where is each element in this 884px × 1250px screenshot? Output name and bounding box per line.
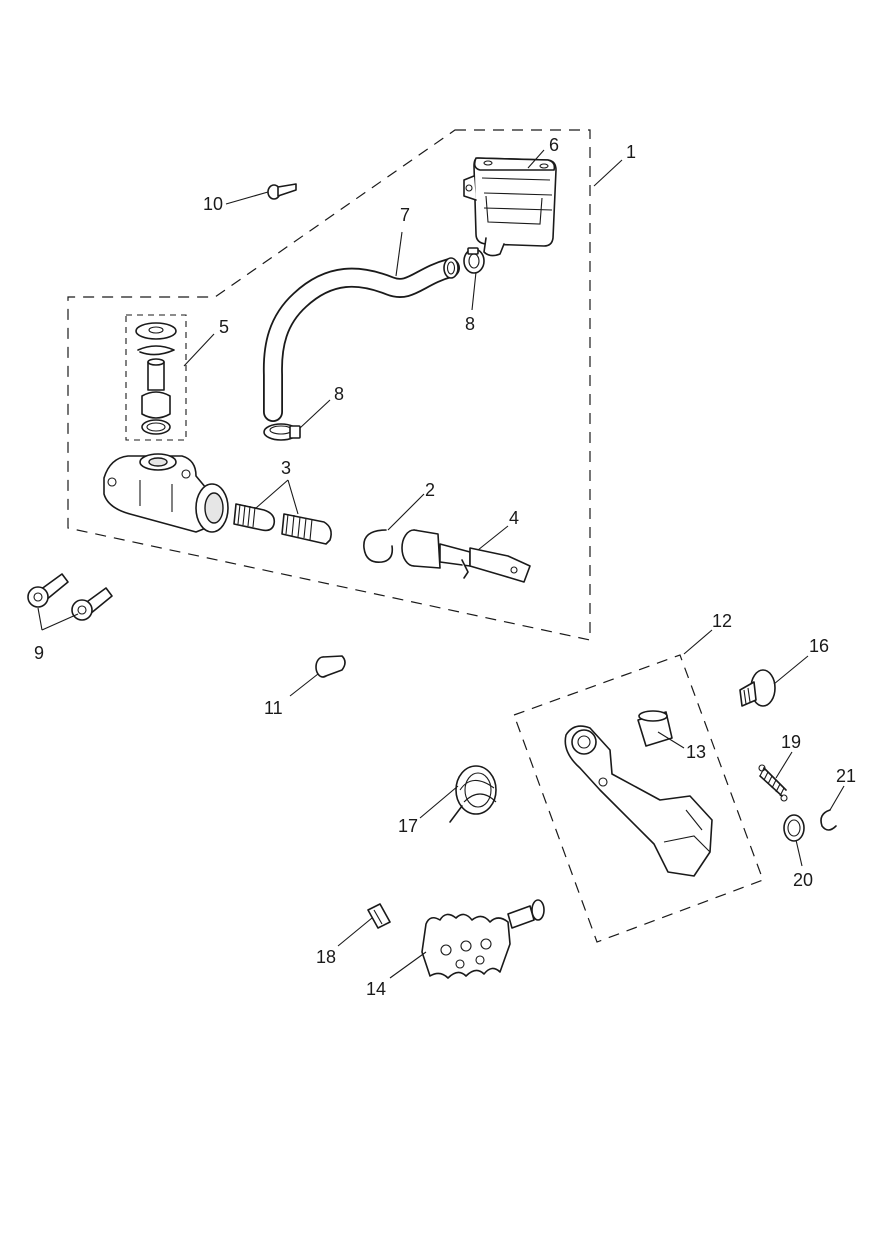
hose-clip-lower-part[interactable] (263, 423, 301, 441)
spring-19-part[interactable] (758, 764, 788, 802)
callout-3: 3 (281, 458, 291, 478)
pin-11-part[interactable] (315, 655, 346, 678)
clip-18-part[interactable] (367, 903, 391, 929)
bolt-9-lower-part[interactable] (71, 587, 113, 621)
callout-4: 4 (509, 508, 519, 528)
callout-11: 11 (264, 698, 283, 718)
assembly-12-boundary (513, 654, 764, 943)
circlip-part[interactable] (363, 529, 394, 564)
pivot-bolt-part[interactable] (739, 669, 776, 707)
assembly-1-boundary (67, 129, 591, 641)
leader-lines (37, 149, 845, 979)
footrest-part[interactable] (421, 899, 545, 979)
spring-piston-part[interactable] (233, 503, 332, 545)
return-spring-part[interactable] (449, 765, 497, 823)
callout-10: 10 (203, 194, 223, 214)
callout-14: 14 (366, 979, 386, 999)
bolt-9-upper-part[interactable] (27, 573, 69, 608)
callout-21: 21 (836, 766, 856, 786)
callout-8-lower: 8 (334, 384, 344, 404)
callout-19: 19 (781, 732, 801, 752)
callout-12: 12 (712, 611, 732, 631)
hose-part[interactable] (262, 257, 460, 422)
bush-part[interactable] (637, 710, 673, 747)
callout-2: 2 (425, 480, 435, 500)
callout-1: 1 (626, 142, 636, 162)
bolt-10-part[interactable] (267, 183, 297, 200)
master-cylinder-body[interactable] (103, 453, 229, 533)
assembly-5-boundary (125, 314, 187, 441)
callout-18: 18 (316, 947, 336, 967)
callout-5: 5 (219, 317, 229, 337)
callout-20: 20 (793, 870, 813, 890)
washer-part[interactable] (783, 814, 805, 842)
callout-7: 7 (400, 205, 410, 225)
callout-16: 16 (809, 636, 829, 656)
brake-pedal-part[interactable] (564, 725, 713, 877)
callout-13: 13 (686, 742, 706, 762)
clip-21-part[interactable] (820, 809, 837, 831)
reservoir-part[interactable] (463, 157, 557, 257)
callout-6: 6 (549, 135, 559, 155)
callout-17: 17 (398, 816, 418, 836)
hose-clip-upper-part[interactable] (463, 247, 485, 274)
push-rod-part[interactable] (401, 529, 531, 583)
callout-9: 9 (34, 643, 44, 663)
callout-8-upper: 8 (465, 314, 475, 334)
seal-kit-part[interactable] (135, 322, 177, 435)
